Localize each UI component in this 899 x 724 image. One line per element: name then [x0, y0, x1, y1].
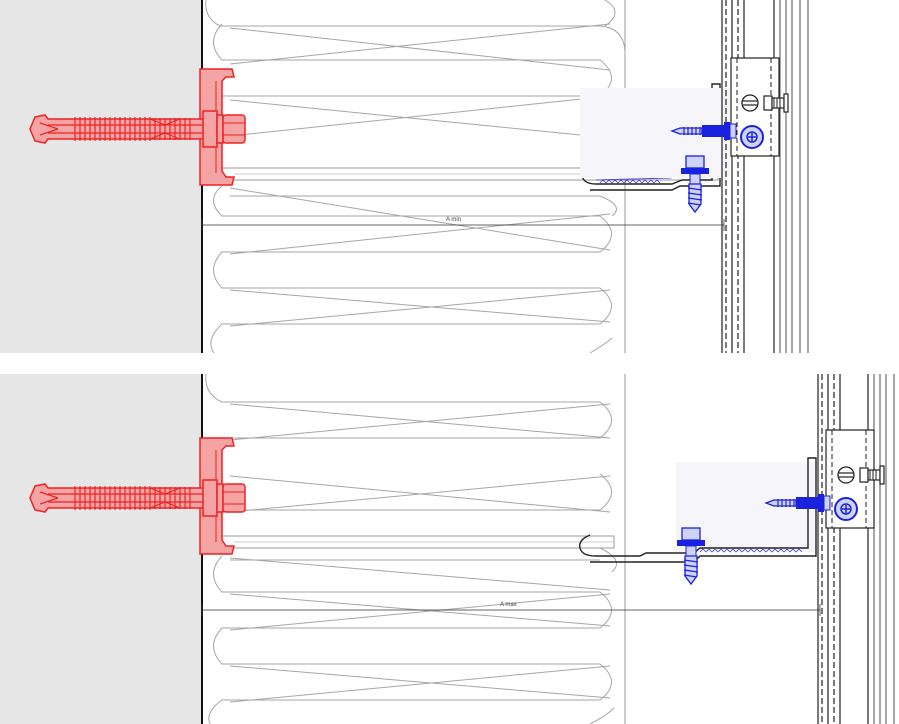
wall-concrete [0, 0, 202, 353]
panel-top: A min [0, 0, 809, 354]
insulation-wool [205, 0, 626, 354]
wall-concrete [0, 374, 202, 724]
rivet-icon [834, 497, 858, 521]
sliding-bracket [579, 457, 817, 563]
dimension-label: A min [446, 217, 461, 223]
dimension-a-min: A min [201, 217, 725, 231]
black-bolt-icon [837, 465, 885, 485]
rivet-icon [740, 125, 764, 149]
black-bolt-icon [741, 93, 789, 113]
panel-bottom: A max [0, 373, 895, 724]
vertical-rail [817, 374, 895, 724]
vertical-rail [721, 0, 809, 353]
insulation-wool [205, 373, 617, 724]
dimension-a-max: A max [201, 602, 821, 616]
dimension-label: A max [500, 602, 517, 608]
